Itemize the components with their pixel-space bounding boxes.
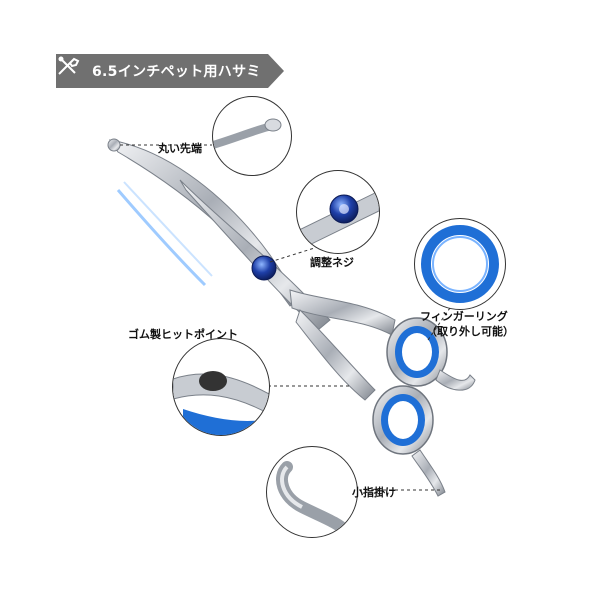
detail-finger-ring xyxy=(414,218,506,310)
lower-finger-ring xyxy=(372,385,434,455)
lower-shank xyxy=(295,309,376,401)
motion-swoosh xyxy=(116,189,207,287)
label-rubber-stopper: ゴム製ヒットポイント xyxy=(128,328,238,341)
detail-round-tip xyxy=(212,96,292,176)
tools-icon xyxy=(58,56,80,75)
label-finger-ring-1: フィンガーリング xyxy=(420,310,508,323)
banner-title: 6.5インチペット用ハサミ xyxy=(92,64,261,80)
label-adjust-screw: 調整ネジ xyxy=(310,256,354,269)
title-banner: 6.5インチペット用ハサミ xyxy=(56,54,284,88)
detail-rubber-stopper xyxy=(172,338,270,436)
label-round-tip: 丸い先端 xyxy=(158,142,202,155)
detail-adjust-screw xyxy=(296,170,380,254)
upper-tang xyxy=(435,369,476,391)
label-finger-ring-2: （取り外し可能） xyxy=(426,325,514,338)
pivot-screw xyxy=(251,255,277,281)
label-finger-rest: 小指掛け xyxy=(352,486,396,499)
finger-rest-tang xyxy=(411,449,446,497)
detail-finger-rest xyxy=(266,446,358,538)
